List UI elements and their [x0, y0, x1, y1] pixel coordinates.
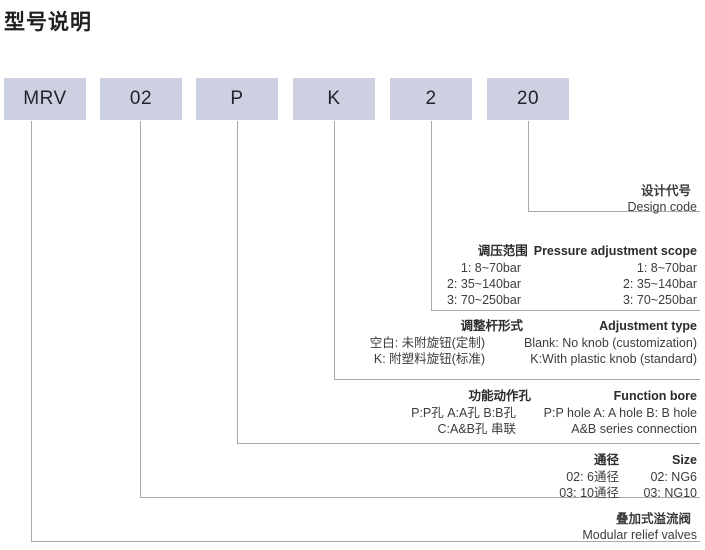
desc-function-bore-row: C:A&B孔 串联 A&B series connection [411, 421, 698, 437]
code-box-5: 2 [390, 78, 472, 120]
desc-adjustment-type-row-cn: K: 附塑料旋钮(标准) [373, 352, 485, 366]
desc-adjustment-type-row: K: 附塑料旋钮(标准) K:With plastic knob (standa… [370, 351, 697, 367]
desc-size-row-en: 03: NG10 [643, 486, 697, 500]
desc-adjustment-type-head-cn: 调整杆形式 [460, 319, 523, 333]
desc-product-name: 叠加式溢流阀 Modular relief valves [582, 511, 697, 543]
desc-pressure-scope-head-en: Pressure adjustment scope [533, 244, 697, 258]
desc-size-head-en: Size [671, 453, 697, 467]
desc-function-bore: 功能动作孔 Function bore P:P孔 A:A孔 B:B孔 P:P h… [411, 388, 697, 437]
desc-size-row-cn: 03: 10通径 [559, 486, 619, 500]
desc-size: 通径 Size 02: 6通径 02: NG6 03: 10通径 03: NG1… [559, 452, 697, 501]
desc-function-bore-row: P:P孔 A:A孔 B:B孔 P:P hole A: A hole B: B h… [411, 405, 697, 421]
desc-adjustment-type-row-cn: 空白: 未附旋钮(定制) [369, 336, 485, 350]
desc-pressure-scope-row-cn: 1: 8~70bar [460, 261, 521, 275]
code-box-1: MRV [4, 78, 86, 120]
desc-product-name-cn: 叠加式溢流阀 [615, 512, 691, 526]
desc-pressure-scope-row-cn: 3: 70~250bar [446, 293, 521, 307]
desc-size-head: 通径 Size [559, 452, 697, 468]
desc-design-code-en: Design code [627, 200, 698, 214]
desc-pressure-scope-row-cn: 2: 35~140bar [446, 277, 521, 291]
code-box-4: K [293, 78, 375, 120]
desc-function-bore-head-cn: 功能动作孔 [468, 389, 531, 403]
desc-size-head-cn: 通径 [593, 453, 619, 467]
desc-function-bore-row-cn: C:A&B孔 串联 [437, 422, 517, 436]
desc-pressure-scope-head-cn: 调压范围 [477, 244, 528, 258]
desc-pressure-scope-head: 调压范围 Pressure adjustment scope [296, 243, 697, 259]
desc-adjustment-type-row-en: K:With plastic knob (standard) [530, 352, 697, 366]
desc-function-bore-row-en: P:P hole A: A hole B: B hole [543, 406, 697, 420]
desc-function-bore-row-cn: P:P孔 A:A孔 B:B孔 [411, 406, 516, 420]
desc-pressure-scope-row-en: 2: 35~140bar [622, 277, 697, 291]
desc-size-row: 02: 6通径 02: NG6 [559, 469, 697, 485]
desc-pressure-scope-row-en: 3: 70~250bar [622, 293, 697, 307]
code-box-3: P [196, 78, 278, 120]
desc-size-row: 03: 10通径 03: NG10 [559, 485, 697, 501]
desc-pressure-scope-row: 1: 8~70bar 1: 8~70bar [296, 260, 697, 276]
desc-size-row-en: 02: NG6 [650, 470, 697, 484]
desc-adjustment-type-head-en: Adjustment type [599, 319, 697, 333]
desc-adjustment-type-head: 调整杆形式 Adjustment type [370, 318, 697, 334]
desc-pressure-scope: 调压范围 Pressure adjustment scope 1: 8~70ba… [296, 243, 697, 308]
code-box-2: 02 [100, 78, 182, 120]
code-box-6: 20 [487, 78, 569, 120]
desc-adjustment-type-row: 空白: 未附旋钮(定制) Blank: No knob (customizati… [370, 335, 697, 351]
desc-function-bore-head-en: Function bore [613, 389, 697, 403]
desc-design-code-cn: 设计代号 [640, 184, 691, 198]
desc-pressure-scope-row-en: 1: 8~70bar [636, 261, 697, 275]
desc-product-name-en: Modular relief valves [582, 528, 697, 542]
desc-design-code: 设计代号 Design code [628, 183, 698, 215]
desc-size-row-cn: 02: 6通径 [566, 470, 619, 484]
leader-line-size [140, 121, 700, 498]
desc-adjustment-type: 调整杆形式 Adjustment type 空白: 未附旋钮(定制) Blank… [370, 318, 697, 367]
desc-function-bore-head: 功能动作孔 Function bore [411, 388, 697, 404]
page-title: 型号说明 [4, 11, 92, 34]
desc-function-bore-row-en: A&B series connection [571, 422, 697, 436]
desc-pressure-scope-row: 2: 35~140bar 2: 35~140bar [296, 276, 697, 292]
desc-adjustment-type-row-en: Blank: No knob (customization) [524, 336, 697, 350]
desc-pressure-scope-row: 3: 70~250bar 3: 70~250bar [296, 292, 697, 308]
